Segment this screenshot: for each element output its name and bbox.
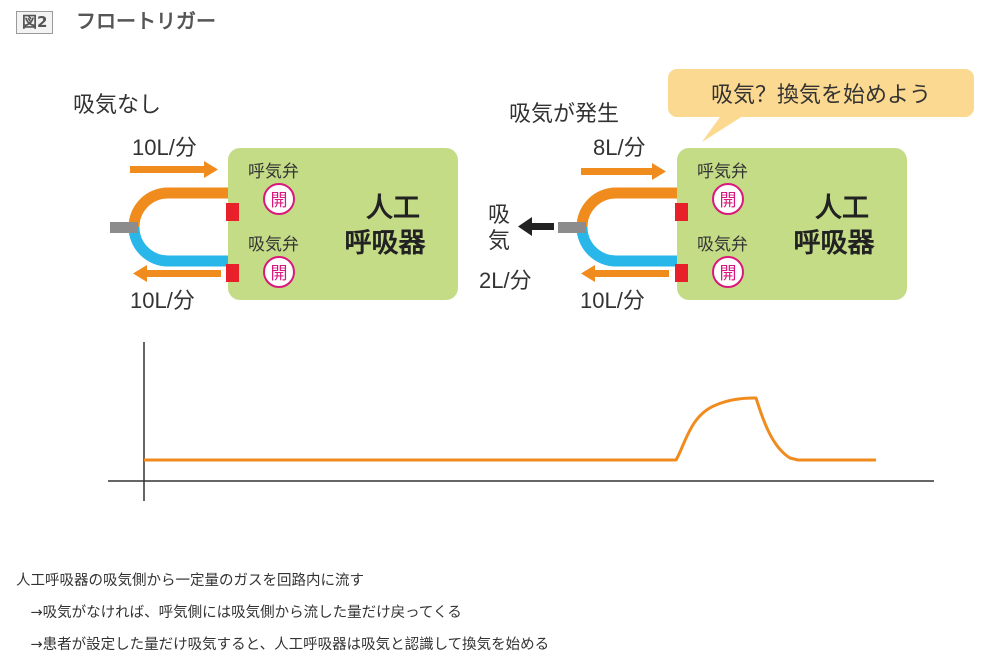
patient-inhale-indicator: 吸 気 2L/分 xyxy=(479,202,554,293)
flow-waveform-graph xyxy=(108,342,934,501)
left-bottom-flow-label: 10L/分 xyxy=(130,288,195,313)
left-inspiratory-port xyxy=(226,203,239,221)
left-ventilator-label-line2: 呼吸器 xyxy=(345,228,427,258)
right-exhale-valve-state: 開 xyxy=(720,191,737,210)
right-bottom-flow-label: 10L/分 xyxy=(580,288,645,313)
right-inspiratory-port xyxy=(675,203,688,221)
right-inhale-valve-label: 吸気弁 xyxy=(697,235,748,254)
right-inhale-valve-state: 開 xyxy=(720,264,737,283)
patient-inhale-arrow-icon xyxy=(518,217,554,236)
left-inspiratory-tube xyxy=(128,187,228,228)
right-bottom-flow-arrow xyxy=(581,265,669,282)
left-bottom-flow-arrow xyxy=(133,265,221,282)
left-expiratory-port xyxy=(226,264,239,282)
left-panel: 吸気なし 10L/分 10L/分 呼気弁 xyxy=(73,92,458,313)
left-ventilator-label-line1: 人工 xyxy=(366,193,420,223)
caption-line-1: 人工呼吸器の吸気側から一定量のガスを回路内に流す xyxy=(16,573,364,589)
float-trigger-diagram: 吸気なし 10L/分 10L/分 呼気弁 xyxy=(73,69,974,501)
figure-number-badge: 図2 xyxy=(16,11,54,34)
patient-inhale-char-1: 吸 xyxy=(488,202,510,227)
right-ventilator-label-line2: 呼吸器 xyxy=(794,228,876,258)
left-exhale-valve-state: 開 xyxy=(271,191,288,210)
waveform-trace xyxy=(144,396,876,462)
left-top-flow-arrow xyxy=(130,161,218,178)
left-state-label: 吸気なし xyxy=(73,92,161,117)
speech-bubble-text: 吸気？換気を始めよう xyxy=(711,82,931,107)
patient-inhale-flow-label: 2L/分 xyxy=(479,268,532,293)
left-exhale-valve-label: 呼気弁 xyxy=(248,162,299,181)
left-inhale-valve-state: 開 xyxy=(271,264,288,283)
left-exhale-valve-open-icon: 開 xyxy=(263,183,295,215)
caption-line-3: →患者が設定した量だけ吸気すると、人工呼吸器は吸気と認識して換気を始める xyxy=(16,637,550,653)
right-top-flow-arrow xyxy=(581,163,666,180)
right-inhale-valve-open-icon: 開 xyxy=(712,256,744,288)
patient-inhale-char-2: 気 xyxy=(488,228,510,253)
left-y-connector xyxy=(110,222,138,233)
right-top-flow-label: 8L/分 xyxy=(593,135,646,160)
right-ventilator-label-line1: 人工 xyxy=(815,193,869,223)
right-exhale-valve-open-icon: 開 xyxy=(712,183,744,215)
figure-title: フロートリガー xyxy=(76,9,216,33)
right-y-connector xyxy=(558,222,586,233)
right-inspiratory-tube xyxy=(576,187,678,228)
caption-line-2: →吸気がなければ、呼気側には吸気側から流した量だけ戻ってくる xyxy=(16,605,462,621)
speech-bubble: 吸気？換気を始めよう xyxy=(668,69,974,142)
right-expiratory-port xyxy=(675,264,688,282)
left-inhale-valve-label: 吸気弁 xyxy=(248,235,299,254)
left-expiratory-tube xyxy=(128,226,228,267)
left-inhale-valve-open-icon: 開 xyxy=(263,256,295,288)
right-state-label: 吸気が発生 xyxy=(509,101,619,126)
left-top-flow-label: 10L/分 xyxy=(132,135,197,160)
right-panel: 吸気が発生 吸気？換気を始めよう 8L/分 10L/分 xyxy=(509,69,974,313)
right-exhale-valve-label: 呼気弁 xyxy=(697,162,748,181)
right-expiratory-tube xyxy=(576,226,678,267)
